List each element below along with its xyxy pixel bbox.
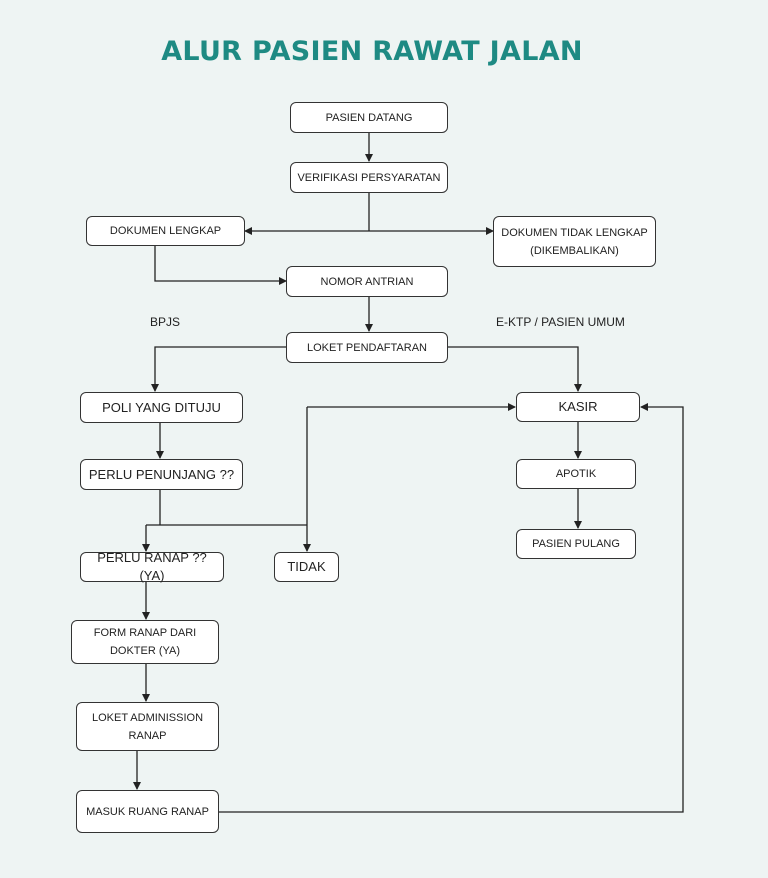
- node-loket-pendaftaran: LOKET PENDAFTARAN: [286, 332, 448, 363]
- node-perlu-penunjang: PERLU PENUNJANG ??: [80, 459, 243, 490]
- node-loket-admission-ranap: LOKET ADMINISSION RANAP: [76, 702, 219, 751]
- node-verifikasi-persyaratan: VERIFIKASI PERSYARATAN: [290, 162, 448, 193]
- node-apotik: APOTIK: [516, 459, 636, 489]
- node-tidak: TIDAK: [274, 552, 339, 582]
- node-form-ranap: FORM RANAP DARI DOKTER (YA): [71, 620, 219, 664]
- node-pasien-datang: PASIEN DATANG: [290, 102, 448, 133]
- node-kasir: KASIR: [516, 392, 640, 422]
- arrow-lengkap-antrian: [154, 246, 287, 285]
- arrow-loket-poli: [151, 346, 286, 392]
- page-title: ALUR PASIEN RAWAT JALAN: [161, 36, 583, 67]
- node-dokumen-lengkap: DOKUMEN LENGKAP: [86, 216, 245, 246]
- label-bpjs: BPJS: [150, 315, 181, 329]
- node-poli-yang-dituju: POLI YANG DITUJU: [80, 392, 243, 423]
- arrow-masuk-kasir: [219, 403, 684, 813]
- node-nomor-antrian: NOMOR ANTRIAN: [286, 266, 448, 297]
- node-masuk-ruang-ranap: MASUK RUANG RANAP: [76, 790, 219, 833]
- node-perlu-ranap: PERLU RANAP ?? (YA): [80, 550, 224, 583]
- label-ektp-umum: E-KTP / PASIEN UMUM: [496, 315, 625, 329]
- node-dokumen-tidak-lengkap: DOKUMEN TIDAK LENGKAP (DIKEMBALIKAN): [493, 216, 656, 267]
- arrow-loket-kasir: [448, 346, 582, 392]
- node-pasien-pulang: PASIEN PULANG: [516, 529, 636, 559]
